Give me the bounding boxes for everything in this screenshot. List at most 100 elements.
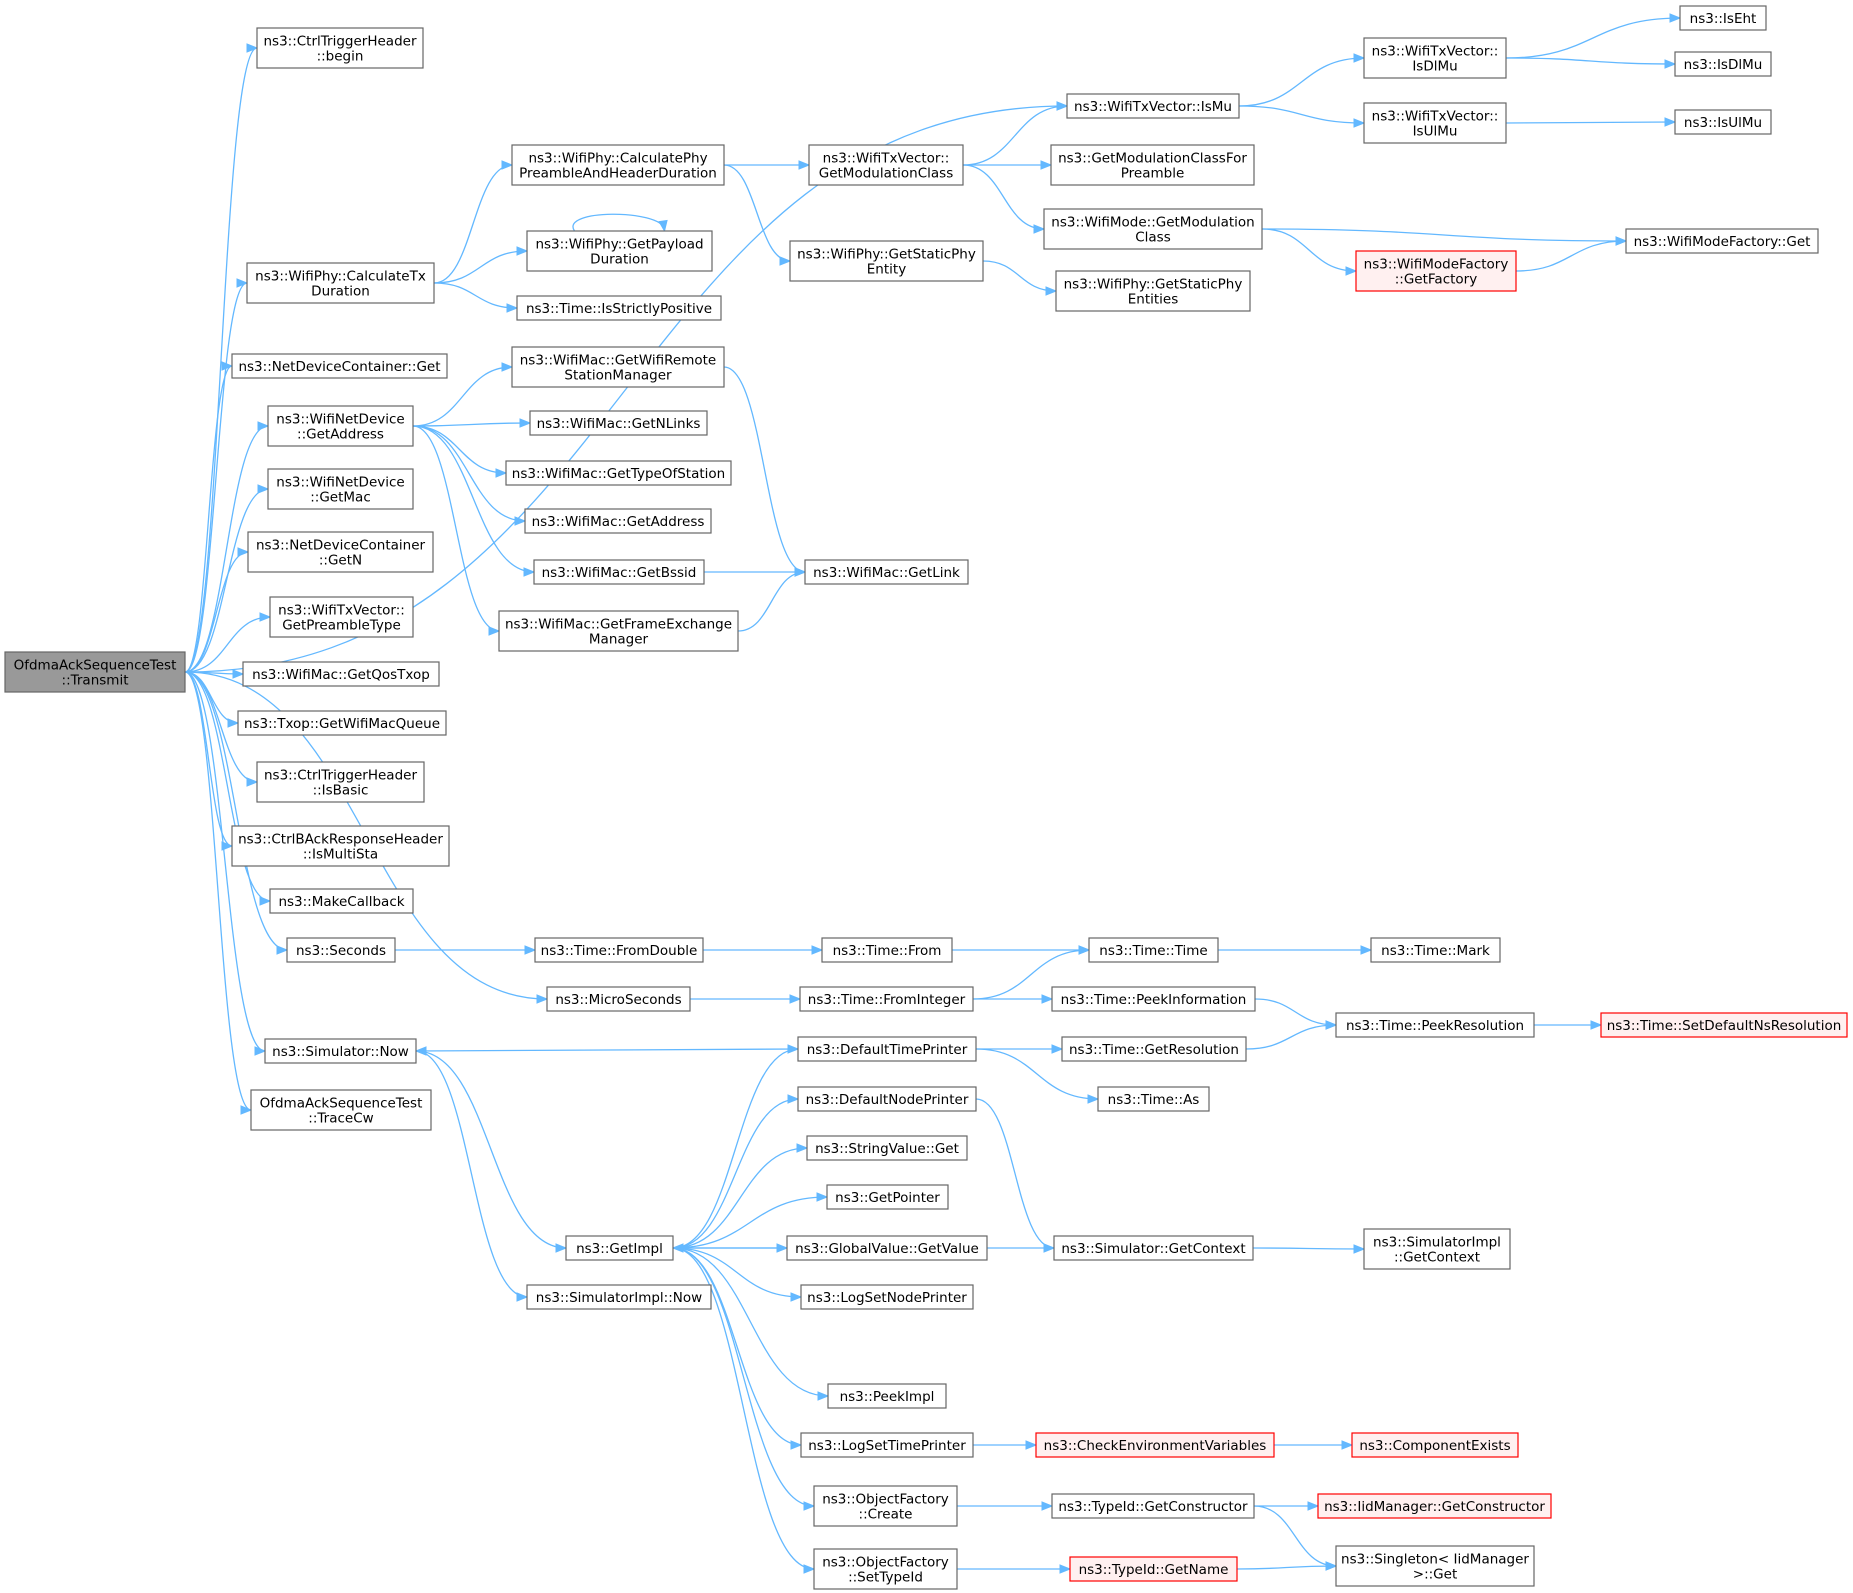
node-ns3-stringvalue-get[interactable]: ns3::StringValue::Get [806, 1135, 968, 1161]
node-ns3-wifitxvector-isdlmu[interactable]: ns3::WifiTxVector::IsDlMu [1363, 37, 1507, 79]
edge-n54-to-n68-arrowhead [803, 1564, 816, 1574]
node-ns3-checkenvironmentvariables[interactable]: ns3::CheckEnvironmentVariables [1035, 1432, 1275, 1458]
node-ns3-time-isstrictlypositive[interactable]: ns3::Time::IsStrictlyPositive [516, 295, 722, 321]
call-graph-nodes: OfdmaAckSequenceTest::Transmitns3::CtrlT… [4, 5, 1848, 1590]
node-ns3-getpointer[interactable]: ns3::GetPointer [826, 1184, 949, 1210]
node-ns3-wifiphy-calculatephy-preambleandheaderduration[interactable]: ns3::WifiPhy::CalculatePhyPreambleAndHea… [511, 144, 725, 186]
node-ns3-wifimac-getbssid[interactable]: ns3::WifiMac::GetBssid [533, 559, 705, 585]
node-label: ns3::PeekImpl [840, 1389, 935, 1405]
node-ns3-simulatorimpl-now[interactable]: ns3::SimulatorImpl::Now [526, 1284, 712, 1310]
edge-root-to-n32-arrowhead [227, 718, 240, 728]
node-box [1061, 1036, 1247, 1062]
node-ns3-wifimodefactory-get[interactable]: ns3::WifiModeFactory::Get [1625, 228, 1819, 254]
node-ns3-peekimpl[interactable]: ns3::PeekImpl [827, 1383, 947, 1409]
node-ns3-typeid-getname[interactable]: ns3::TypeId::GetName [1069, 1556, 1238, 1582]
node-ns3-ctrlbackresponseheader-ismultista[interactable]: ns3::CtrlBAckResponseHeader::IsMultiSta [231, 825, 450, 867]
node-box [256, 27, 424, 69]
node-ns3-txop-getwifimacqueue[interactable]: ns3::Txop::GetWifiMacQueue [237, 710, 447, 736]
node-label: ns3::IsDlMu [1684, 57, 1763, 73]
node-ns3-time-getresolution[interactable]: ns3::Time::GetResolution [1061, 1036, 1247, 1062]
node-ns3-simulatorimpl-getcontext[interactable]: ns3::SimulatorImpl::GetContext [1363, 1228, 1511, 1270]
edge-n65-to-n66-arrowhead [1307, 1501, 1320, 1511]
node-ns3-objectfactory-settypeid[interactable]: ns3::ObjectFactory::SetTypeId [813, 1548, 958, 1590]
node-ns3-wifinetdevice-getaddress[interactable]: ns3::WifiNetDevice::GetAddress [267, 405, 414, 447]
node-box [1317, 1493, 1552, 1519]
node-box [1363, 102, 1507, 144]
node-ns3-defaulttimeprinter[interactable]: ns3::DefaultTimePrinter [797, 1036, 977, 1062]
node-ns3-time-peekresolution[interactable]: ns3::Time::PeekResolution [1335, 1012, 1535, 1038]
node-ns3-wifitxvector-ismu[interactable]: ns3::WifiTxVector::IsMu [1066, 93, 1240, 119]
node-ns3-time-time[interactable]: ns3::Time::Time [1088, 937, 1219, 963]
node-ns3-globalvalue-getvalue[interactable]: ns3::GlobalValue::GetValue [786, 1235, 988, 1261]
node-ns3-time-from[interactable]: ns3::Time::From [821, 937, 953, 963]
node-ns3-logsetnodeprinter[interactable]: ns3::LogSetNodePrinter [800, 1284, 974, 1310]
edge-n11-to-n13 [1261, 228, 1357, 272]
node-ns3-wifitxvector-getmodulationclass[interactable]: ns3::WifiTxVector::GetModulationClass [808, 144, 964, 186]
node-label: ns3::WifiMac::GetWifiRemote [520, 353, 716, 369]
node-ns3-iidmanager-getconstructor[interactable]: ns3::IidManager::GetConstructor [1317, 1493, 1552, 1519]
node-ns3-wifitxvector-isulmu[interactable]: ns3::WifiTxVector::IsUlMu [1363, 102, 1507, 144]
node-ns3-time-setdefaultnsresolution[interactable]: ns3::Time::SetDefaultNsResolution [1600, 1012, 1848, 1038]
node-ns3-netdevicecontainer-getn[interactable]: ns3::NetDeviceContainer::GetN [247, 531, 434, 573]
node-ns3-singleton-iidmanager-get[interactable]: ns3::Singleton< IidManager>::Get [1335, 1545, 1535, 1587]
node-ns3-componentexists[interactable]: ns3::ComponentExists [1351, 1432, 1519, 1458]
node-label: IsUlMu [1413, 124, 1458, 140]
node-ns3-time-mark[interactable]: ns3::Time::Mark [1370, 937, 1501, 963]
node-ns3-getimpl[interactable]: ns3::GetImpl [565, 1235, 674, 1261]
node-ns3-wifimac-getnlinks[interactable]: ns3::WifiMac::GetNLinks [529, 410, 708, 436]
node-label: ::GetN [319, 553, 362, 569]
node-ns3-microseconds[interactable]: ns3::MicroSeconds [546, 986, 691, 1012]
node-ns3-wifimode-getmodulation-class[interactable]: ns3::WifiMode::GetModulationClass [1043, 208, 1263, 250]
node-ns3-simulator-getcontext[interactable]: ns3::Simulator::GetContext [1053, 1235, 1254, 1261]
node-ns3-iseht[interactable]: ns3::IsEht [1679, 5, 1767, 31]
edge-root-to-n36-arrowhead [276, 945, 289, 955]
node-ns3-ctrltriggerheader-isbasic[interactable]: ns3::CtrlTriggerHeader::IsBasic [256, 761, 425, 803]
node-ns3-ctrltriggerheader-begin[interactable]: ns3::CtrlTriggerHeader::begin [256, 27, 424, 69]
node-ns3-wifimac-gettypeofstation[interactable]: ns3::WifiMac::GetTypeOfStation [505, 460, 732, 486]
node-ofdmaacksequencetest-transmit[interactable]: OfdmaAckSequenceTest::Transmit [4, 651, 186, 693]
edge-root-to-n46 [184, 671, 266, 1052]
node-ns3-wifimac-getlink[interactable]: ns3::WifiMac::GetLink [804, 559, 969, 585]
node-ns3-makecallback[interactable]: ns3::MakeCallback [269, 888, 414, 914]
node-ns3-netdevicecontainer-get[interactable]: ns3::NetDeviceContainer::Get [231, 353, 448, 379]
node-label: ns3::WifiTxVector:: [823, 151, 950, 167]
node-ns3-time-frominteger[interactable]: ns3::Time::FromInteger [799, 986, 974, 1012]
node-ns3-isulmu[interactable]: ns3::IsUlMu [1674, 109, 1772, 135]
node-ns3-objectfactory-create[interactable]: ns3::ObjectFactory::Create [813, 1485, 958, 1527]
node-ns3-wifimac-getwifiremote-stationmanager[interactable]: ns3::WifiMac::GetWifiRemoteStationManage… [511, 346, 725, 388]
node-label: OfdmaAckSequenceTest [260, 1096, 423, 1112]
node-label: ns3::DefaultNodePrinter [806, 1092, 969, 1108]
node-ns3-time-fromdouble[interactable]: ns3::Time::FromDouble [534, 937, 704, 963]
node-label: ns3::TypeId::GetConstructor [1058, 1499, 1248, 1515]
edge-n3-to-n4 [1505, 17, 1681, 59]
edge-n54-to-n47 [672, 1048, 799, 1249]
node-ns3-seconds[interactable]: ns3::Seconds [286, 937, 396, 963]
node-ns3-wifitxvector-getpreambletype[interactable]: ns3::WifiTxVector::GetPreambleType [269, 596, 414, 638]
edge-n68-to-n69-arrowhead [1059, 1564, 1072, 1574]
edge-root-to-n28-arrowhead [257, 484, 270, 494]
node-ns3-defaultnodeprinter[interactable]: ns3::DefaultNodePrinter [797, 1086, 977, 1112]
node-ns3-logsettimeprinter[interactable]: ns3::LogSetTimePrinter [800, 1432, 974, 1458]
node-ns3-wifimodefactory-getfactory[interactable]: ns3::WifiModeFactory::GetFactory [1355, 250, 1517, 292]
node-ns3-time-as[interactable]: ns3::Time::As [1097, 1086, 1210, 1112]
edge-root-to-n1-arrowhead [246, 43, 259, 53]
node-ns3-time-peekinformation[interactable]: ns3::Time::PeekInformation [1051, 986, 1256, 1012]
node-ns3-simulator-now[interactable]: ns3::Simulator::Now [264, 1038, 417, 1064]
node-ns3-wifinetdevice-getmac[interactable]: ns3::WifiNetDevice::GetMac [267, 468, 414, 510]
edge-n20-to-n22-arrowhead [519, 418, 532, 428]
node-ns3-wifimac-getaddress[interactable]: ns3::WifiMac::GetAddress [524, 508, 712, 534]
node-ns3-isdlmu[interactable]: ns3::IsDlMu [1674, 51, 1772, 77]
node-ns3-typeid-getconstructor[interactable]: ns3::TypeId::GetConstructor [1051, 1493, 1255, 1519]
edge-n46-to-n58 [415, 1050, 528, 1298]
node-box [1674, 109, 1772, 135]
node-ofdmaacksequencetest-tracecw[interactable]: OfdmaAckSequenceTest::TraceCw [250, 1089, 432, 1131]
node-label: ns3::Time::PeekResolution [1346, 1018, 1524, 1034]
node-ns3-wifimac-getqostxop[interactable]: ns3::WifiMac::GetQosTxop [242, 661, 440, 687]
node-box [231, 825, 450, 867]
